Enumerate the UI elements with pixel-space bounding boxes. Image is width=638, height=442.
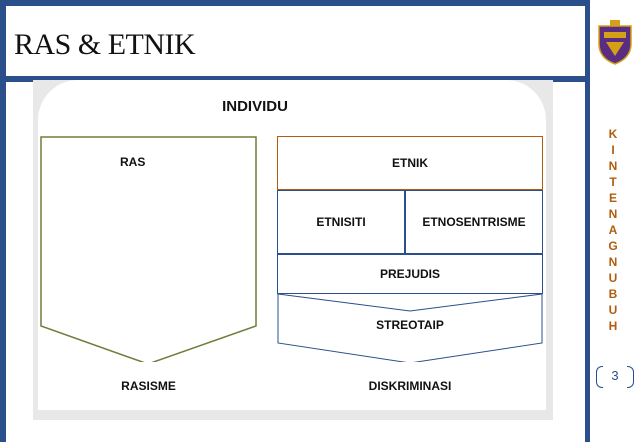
- streotaip-label: STREOTAIP: [376, 318, 444, 332]
- ras-label: RAS: [120, 155, 146, 169]
- rasisme-box: RASISME: [40, 362, 257, 410]
- frame-top-bar: [0, 0, 585, 6]
- etnosentrisme-box: ETNOSENTRISME: [405, 190, 543, 254]
- diskriminasi-box: DISKRIMINASI: [277, 362, 543, 410]
- prejudis-box: PREJUDIS: [277, 254, 543, 294]
- frame-left-bar: [0, 0, 6, 442]
- streotaip-chevron: [277, 293, 543, 364]
- etnisiti-box: ETNISITI: [277, 190, 405, 254]
- ras-column-arrow: [40, 136, 257, 365]
- slide-title: RAS & ETNIK: [14, 28, 196, 61]
- title-band: [6, 6, 585, 82]
- uitm-crest-icon: [598, 20, 632, 65]
- etnik-box: ETNIK: [277, 136, 543, 190]
- page-number: 3: [596, 366, 634, 388]
- individu-label: INDIVIDU: [222, 98, 288, 115]
